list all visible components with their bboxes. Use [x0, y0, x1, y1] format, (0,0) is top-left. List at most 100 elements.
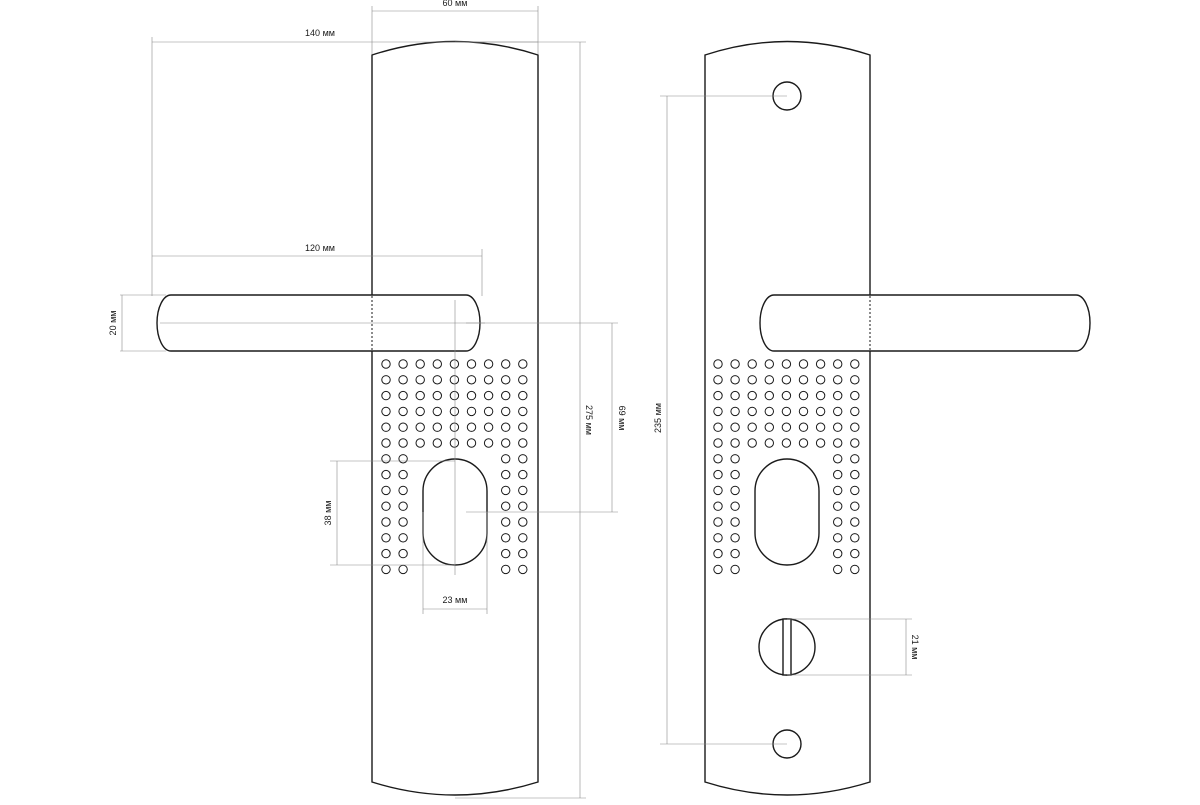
back-dot-pattern: [713, 359, 860, 575]
decor-dot: [730, 422, 740, 432]
decor-dot: [713, 422, 723, 432]
decor-dot: [518, 485, 528, 496]
decor-dot: [850, 485, 860, 496]
decor-dot: [381, 533, 391, 543]
decor-dot: [381, 454, 391, 464]
decor-dot: [833, 406, 843, 417]
decor-dot: [833, 438, 843, 448]
decor-dot: [381, 501, 391, 511]
decor-dot: [432, 390, 442, 401]
turn-knob-slot: [782, 618, 792, 676]
decor-dot: [381, 359, 391, 369]
decor-dot: [713, 501, 723, 511]
decor-dot: [833, 501, 843, 511]
decor-dot: [833, 375, 843, 385]
decor-dot: [833, 533, 843, 543]
decor-dot: [432, 359, 442, 369]
front-view: 60 мм 140 мм 120 мм 20 мм 275 мм: [108, 0, 627, 799]
dim-label-lever-to-cylinder: 69 мм: [617, 406, 627, 431]
back-lever-handle: [759, 294, 1091, 352]
decor-dot: [713, 359, 723, 369]
decor-dot: [850, 438, 860, 448]
decor-dot: [833, 454, 843, 464]
decor-dot: [730, 548, 740, 559]
decor-dot: [518, 564, 528, 575]
decor-dot: [764, 390, 774, 401]
decor-dot: [501, 375, 511, 385]
decor-dot: [518, 501, 528, 511]
decor-dot: [415, 390, 425, 401]
decor-dot: [501, 422, 511, 432]
decor-dot: [798, 406, 809, 417]
decor-dot: [713, 485, 723, 496]
decor-dot: [781, 375, 792, 385]
decor-dot: [747, 375, 757, 385]
decor-dot: [713, 406, 723, 417]
decor-dot: [398, 438, 408, 448]
decor-dot: [432, 422, 442, 432]
decor-dot: [713, 533, 723, 543]
decor-dot: [713, 438, 723, 448]
decor-dot: [764, 422, 774, 432]
decor-dot: [518, 422, 528, 432]
decor-dot: [501, 517, 511, 527]
decor-dot: [398, 469, 408, 480]
decor-dot: [713, 548, 723, 559]
decor-dot: [713, 469, 723, 480]
decor-dot: [815, 359, 826, 369]
decor-dot: [518, 533, 528, 543]
decor-dot: [518, 390, 528, 401]
dim-cylinder-height: 38 мм: [323, 460, 455, 566]
decor-dot: [518, 406, 528, 417]
decor-dot: [449, 375, 460, 385]
decor-dot: [381, 485, 391, 496]
decor-dot: [415, 359, 425, 369]
decor-dot: [730, 469, 740, 480]
dim-turn-knob-diameter: 21 мм: [787, 618, 920, 676]
dim-mounting-hole-spacing: 235 мм: [653, 95, 787, 745]
decor-dot: [501, 469, 511, 480]
decor-dot: [501, 359, 511, 369]
decor-dot: [713, 390, 723, 401]
decor-dot: [398, 454, 408, 464]
decor-dot: [398, 485, 408, 496]
decor-dot: [815, 390, 826, 401]
decor-dot: [466, 406, 477, 417]
decor-dot: [398, 422, 408, 432]
decor-dot: [730, 375, 740, 385]
dim-label-plate-width: 60 мм: [443, 0, 468, 8]
decor-dot: [833, 548, 843, 559]
decor-dot: [466, 390, 477, 401]
dim-lever-to-cylinder: 69 мм: [466, 322, 627, 513]
decor-dot: [713, 564, 723, 575]
back-plate: [704, 40, 871, 796]
dim-plate-width: 60 мм: [371, 0, 539, 54]
decor-dot: [466, 359, 477, 369]
decor-dot: [501, 564, 511, 575]
decor-dot: [730, 454, 740, 464]
decor-dot: [381, 406, 391, 417]
decor-dot: [415, 406, 425, 417]
decor-dot: [466, 422, 477, 432]
decor-dot: [764, 438, 774, 448]
decor-dot: [713, 375, 723, 385]
decor-dot: [518, 359, 528, 369]
decor-dot: [798, 390, 809, 401]
decor-dot: [415, 438, 425, 448]
decor-dot: [398, 548, 408, 559]
decor-dot: [850, 533, 860, 543]
decor-dot: [850, 375, 860, 385]
decor-dot: [483, 375, 494, 385]
decor-dot: [466, 375, 477, 385]
decor-dot: [398, 359, 408, 369]
decor-dot: [730, 501, 740, 511]
decor-dot: [449, 390, 460, 401]
decor-dot: [398, 390, 408, 401]
dim-plate-height: 275 мм: [455, 41, 594, 799]
decor-dot: [713, 454, 723, 464]
decor-dot: [850, 454, 860, 464]
decor-dot: [747, 406, 757, 417]
decor-dot: [483, 406, 494, 417]
decor-dot: [518, 438, 528, 448]
decor-dot: [381, 469, 391, 480]
